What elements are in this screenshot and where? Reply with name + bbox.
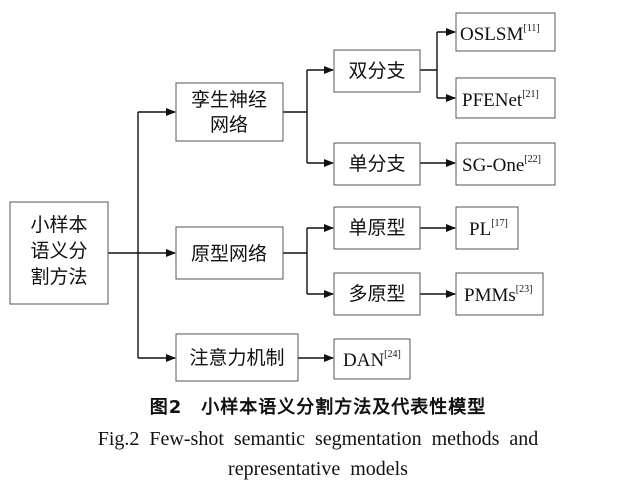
leaf-pl: PL[17] bbox=[455, 206, 519, 250]
single-prototype-label: 单原型 bbox=[348, 217, 405, 239]
prototype-label: 原型网络 bbox=[191, 243, 267, 265]
siamese-line-2: 网络 bbox=[210, 114, 248, 136]
single-branch-label: 单分支 bbox=[348, 153, 405, 175]
dan-cite: [24] bbox=[384, 349, 401, 360]
oslsm-label: OSLSM bbox=[460, 24, 523, 45]
leaf-pfenet: PFENet[21] bbox=[455, 77, 556, 119]
pfenet-cite: [21] bbox=[522, 89, 539, 100]
dual-branch-label: 双分支 bbox=[348, 60, 405, 82]
node-prototype: 原型网络 bbox=[175, 226, 284, 280]
sgone-label: SG-One bbox=[462, 155, 524, 176]
root-line-2: 语义分 bbox=[30, 240, 87, 262]
root-line-3: 割方法 bbox=[30, 266, 87, 288]
taxonomy-diagram: 小样本 语义分 割方法 孪生神经 网络 原型网络 注意力机制 双分支 单分支 单… bbox=[9, 12, 556, 382]
svg-text:PL[17]: PL[17] bbox=[469, 218, 508, 240]
svg-text:PFENet[21]: PFENet[21] bbox=[462, 89, 539, 111]
root-node: 小样本 语义分 割方法 bbox=[9, 201, 109, 305]
pmms-label: PMMs bbox=[464, 285, 516, 306]
node-attention: 注意力机制 bbox=[175, 333, 299, 382]
leaf-sgone: SG-One[22] bbox=[455, 142, 556, 186]
figure-caption-english-line-1: Fig.2 Few-shot semantic segmentation met… bbox=[97, 428, 539, 450]
node-siamese: 孪生神经 网络 bbox=[175, 82, 284, 142]
oslsm-cite: [11] bbox=[523, 23, 539, 34]
pfenet-label: PFENet bbox=[462, 90, 523, 111]
pl-label: PL bbox=[469, 219, 491, 240]
connectors bbox=[108, 28, 456, 362]
multi-prototype-label: 多原型 bbox=[348, 283, 405, 305]
svg-text:DAN[24]: DAN[24] bbox=[343, 349, 401, 371]
dan-label: DAN bbox=[343, 350, 384, 371]
node-dual-branch: 双分支 bbox=[333, 49, 421, 93]
leaf-oslsm: OSLSM[11] bbox=[455, 12, 556, 52]
svg-text:SG-One[22]: SG-One[22] bbox=[462, 154, 541, 176]
figure-caption-chinese: 图2 小样本语义分割方法及代表性模型 bbox=[149, 397, 487, 418]
node-multi-prototype: 多原型 bbox=[333, 272, 421, 316]
siamese-line-1: 孪生神经 bbox=[191, 89, 267, 111]
pl-cite: [17] bbox=[491, 218, 508, 229]
leaf-pmms: PMMs[23] bbox=[455, 272, 544, 316]
root-line-1: 小样本 bbox=[30, 214, 87, 236]
node-single-branch: 单分支 bbox=[333, 142, 421, 186]
attention-label: 注意力机制 bbox=[189, 347, 284, 369]
node-single-prototype: 单原型 bbox=[333, 206, 421, 250]
svg-text:OSLSM[11]: OSLSM[11] bbox=[460, 23, 540, 45]
figure-caption-english-line-2: representative models bbox=[228, 458, 408, 480]
svg-text:PMMs[23]: PMMs[23] bbox=[464, 284, 532, 306]
leaf-dan: DAN[24] bbox=[333, 338, 411, 380]
sgone-cite: [22] bbox=[524, 154, 541, 165]
pmms-cite: [23] bbox=[516, 284, 533, 295]
